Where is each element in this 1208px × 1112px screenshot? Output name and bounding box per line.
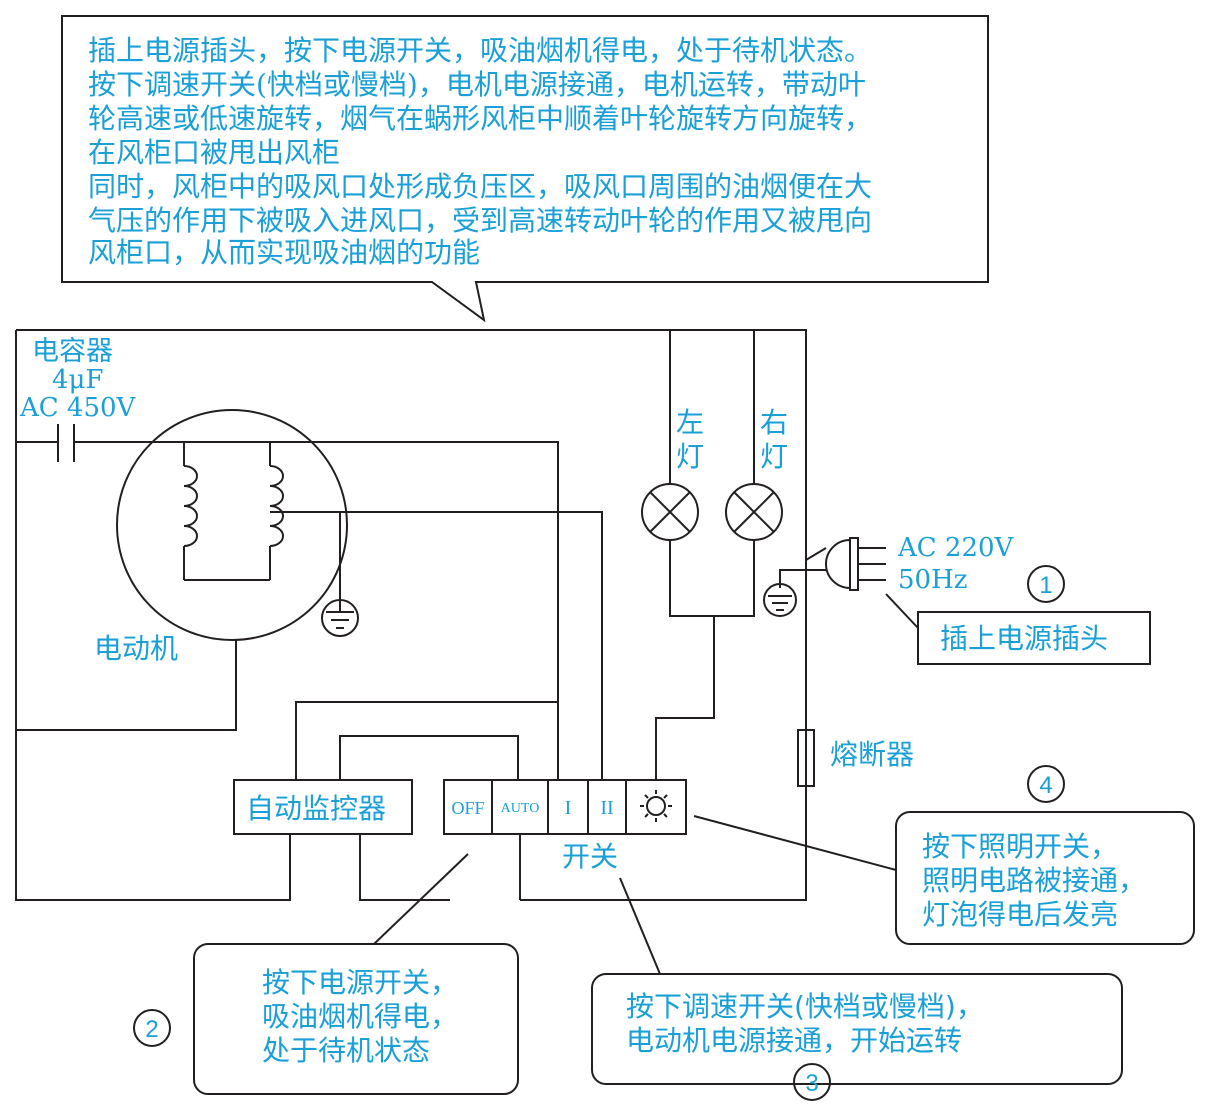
left-lamp: 左 灯 xyxy=(641,406,704,541)
plug-icon: AC 220V 50Hz xyxy=(825,533,1015,595)
step2-line: 按下电源开关， xyxy=(262,966,458,999)
ground-icon xyxy=(321,599,359,637)
switch-low-label: I xyxy=(565,797,572,819)
capacitor-value: 4μF xyxy=(52,365,103,395)
lamp-icon xyxy=(641,483,699,541)
top-note-line: 按下调速开关(快档或慢档)，电机电源接通，电机运转，带动叶 xyxy=(88,68,866,101)
right-lamp-label: 右 xyxy=(760,406,788,439)
capacitor-name: 电容器 xyxy=(32,336,113,367)
step2-line: 吸油烟机得电， xyxy=(262,1000,458,1033)
switch-auto-label: AUTO xyxy=(501,801,540,816)
top-note-line: 同时，风柜中的吸风口处形成负压区，吸风口周围的油烟便在大 xyxy=(88,170,872,203)
top-note-line: 在风柜口被甩出风柜 xyxy=(88,136,340,169)
motor-name: 电动机 xyxy=(94,632,178,665)
switch-high-label: II xyxy=(600,797,613,819)
step1-callout: 1 插上电源插头 xyxy=(885,565,1151,665)
step3-line: 电动机电源接通，开始运转 xyxy=(626,1024,962,1057)
light-bulb-icon xyxy=(640,790,672,822)
step1-number: 1 xyxy=(1039,572,1052,599)
left-lamp-label: 灯 xyxy=(676,440,704,473)
top-note-line: 风柜口，从而实现吸油烟的功能 xyxy=(88,236,480,269)
top-note-line: 气压的作用下被吸入进风口，受到高速转动叶轮的作用又被甩向 xyxy=(88,204,872,237)
fuse-name: 熔断器 xyxy=(830,738,914,771)
step2-callout: 按下电源开关， 吸油烟机得电， 处于待机状态 2 xyxy=(133,853,519,1095)
right-lamp: 右 灯 xyxy=(725,406,788,541)
top-note-line: 轮高速或低速旋转，烟气在蜗形风柜中顺着叶轮旋转方向旋转， xyxy=(88,102,872,135)
fuse: 熔断器 xyxy=(797,729,914,787)
left-lamp-label: 左 xyxy=(676,406,704,439)
lamp-icon xyxy=(725,483,783,541)
plug-voltage: AC 220V xyxy=(897,533,1015,563)
step3-callout: 按下调速开关(快档或慢档)， 电动机电源接通，开始运转 3 xyxy=(591,877,1123,1101)
switch-panel: OFF AUTO I II 开关 xyxy=(443,779,687,873)
right-lamp-label: 灯 xyxy=(760,440,788,473)
motor: 电动机 xyxy=(94,409,359,665)
auto-monitor-name: 自动监控器 xyxy=(246,792,386,825)
top-note-callout: 插上电源插头，按下电源开关，吸油烟机得电，处于待机状态。 按下调速开关(快档或慢… xyxy=(61,15,989,323)
capacitor: 电容器 4μF AC 450V xyxy=(19,336,137,462)
step3-number: 3 xyxy=(805,1070,818,1097)
step2-line: 处于待机状态 xyxy=(262,1034,430,1067)
switch-name: 开关 xyxy=(562,840,618,873)
step4-callout: 4 按下照明开关， 照明电路被接通， 灯泡得电后发亮 xyxy=(693,765,1195,945)
capacitor-rating: AC 450V xyxy=(19,393,137,423)
circuit-wiring xyxy=(15,329,827,901)
step2-number: 2 xyxy=(145,1016,158,1043)
step3-line: 按下调速开关(快档或慢档)， xyxy=(626,990,984,1023)
switch-off-label: OFF xyxy=(451,798,484,818)
step4-line: 灯泡得电后发亮 xyxy=(922,898,1118,931)
step4-line: 照明电路被接通， xyxy=(922,864,1146,897)
step4-line: 按下照明开关， xyxy=(922,830,1118,863)
auto-monitor: 自动监控器 xyxy=(233,779,413,835)
top-note-line: 插上电源插头，按下电源开关，吸油烟机得电，处于待机状态。 xyxy=(88,34,872,67)
step4-number: 4 xyxy=(1039,772,1052,799)
ground-icon xyxy=(763,583,797,617)
plug-frequency: 50Hz xyxy=(898,565,967,595)
step1-text: 插上电源插头 xyxy=(940,622,1108,655)
